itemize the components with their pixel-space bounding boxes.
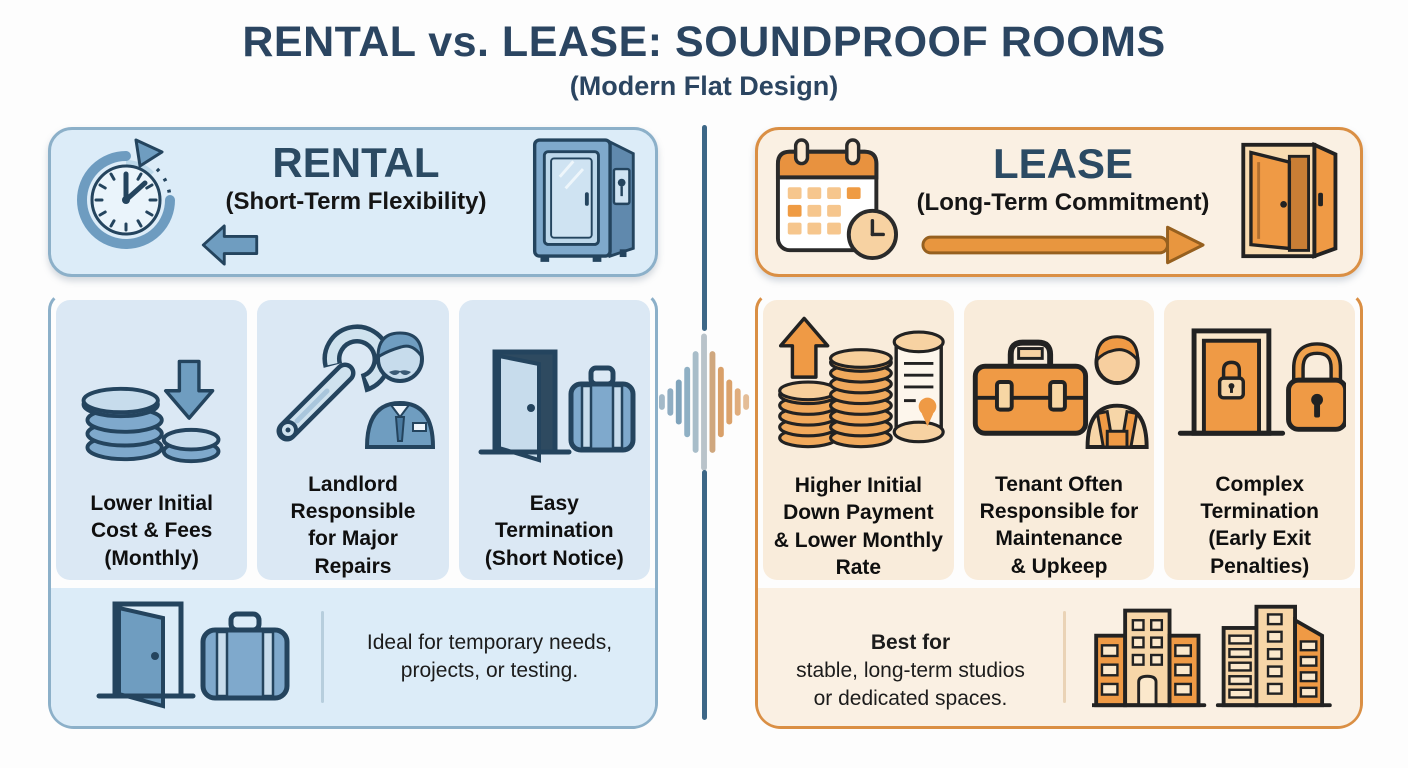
door-suitcase-icon <box>469 300 639 468</box>
lease-card-termination: Complex Termination (Early Exit Penaltie… <box>1164 300 1356 580</box>
page-subtitle: (Modern Flat Design) <box>569 71 839 101</box>
rental-header: RENTAL (Short-Term Flexibility) <box>48 127 658 277</box>
rental-card-cost: Lower Initial Cost & Fees (Monthly) <box>56 300 248 580</box>
divider-line-top <box>702 125 707 331</box>
clock-cycle-icon <box>65 138 187 267</box>
lease-tagline: (Long-Term Commitment) <box>916 188 1210 216</box>
card-label: Easy Termination (Short Notice) <box>484 492 624 570</box>
lease-footer-body: stable, long-term studios or dedicated s… <box>796 659 1025 710</box>
rental-tagline: (Short-Term Flexibility) <box>225 187 487 215</box>
calendar-clock-icon <box>772 137 900 267</box>
lease-header: LEASE (Long-Term Commitment) <box>755 127 1363 277</box>
lease-heading: LEASE <box>992 140 1134 188</box>
card-label: Landlord Responsible for Major Repairs <box>290 472 416 578</box>
lease-footer: Best for stable, long-term studios or ded… <box>758 588 1360 726</box>
coins-up-contract-icon <box>765 300 951 450</box>
toolbox-tenant-icon <box>967 300 1151 449</box>
footer-divider <box>321 611 324 703</box>
coins-down-arrow-icon <box>73 300 231 468</box>
rental-card-termination: Easy Termination (Short Notice) <box>458 300 650 580</box>
card-label: Tenant Often Responsible for Maintenance… <box>979 472 1139 578</box>
door-suitcase-icon <box>77 600 295 715</box>
door-padlock-icon <box>1174 300 1346 449</box>
soundproof-booth-icon <box>525 135 641 270</box>
lease-card-payment: Higher Initial Down Payment & Lower Mont… <box>763 300 954 580</box>
arrow-right-icon <box>920 225 1206 270</box>
card-label: Higher Initial Down Payment & Lower Mont… <box>773 474 943 579</box>
lease-body: Higher Initial Down Payment & Lower Mont… <box>755 292 1363 729</box>
card-label: Lower Initial Cost & Fees (Monthly) <box>90 492 213 570</box>
rental-footer: Ideal for temporary needs, projects, or … <box>51 588 655 726</box>
lease-panel: LEASE (Long-Term Commitment) <box>755 127 1363 729</box>
lease-footer-lead: Best for <box>870 631 951 655</box>
page-title: RENTAL vs. LEASE: SOUNDPROOF ROOMS <box>242 18 1166 66</box>
lease-footer-text: Best for stable, long-term studios or ded… <box>784 602 1037 713</box>
open-door-booth-icon <box>1226 135 1346 270</box>
buildings-icon <box>1090 599 1334 716</box>
wrench-landlord-icon <box>267 300 439 449</box>
rental-cards: Lower Initial Cost & Fees (Monthly) <box>51 295 655 580</box>
soundwave-icon <box>658 328 752 481</box>
rental-footer-text: Ideal for temporary needs, projects, or … <box>366 631 613 682</box>
arrow-left-icon <box>201 224 259 271</box>
divider-line-bottom <box>702 470 707 720</box>
lease-card-maintenance: Tenant Often Responsible for Maintenance… <box>963 300 1155 580</box>
lease-cards: Higher Initial Down Payment & Lower Mont… <box>758 295 1360 580</box>
rental-panel: RENTAL (Short-Term Flexibility) <box>48 127 658 729</box>
rental-card-repairs: Landlord Responsible for Major Repairs <box>257 300 449 580</box>
footer-divider <box>1063 611 1066 703</box>
rental-heading: RENTAL <box>272 139 440 187</box>
card-label: Complex Termination (Early Exit Penaltie… <box>1200 472 1319 578</box>
rental-body: Lower Initial Cost & Fees (Monthly) <box>48 292 658 729</box>
